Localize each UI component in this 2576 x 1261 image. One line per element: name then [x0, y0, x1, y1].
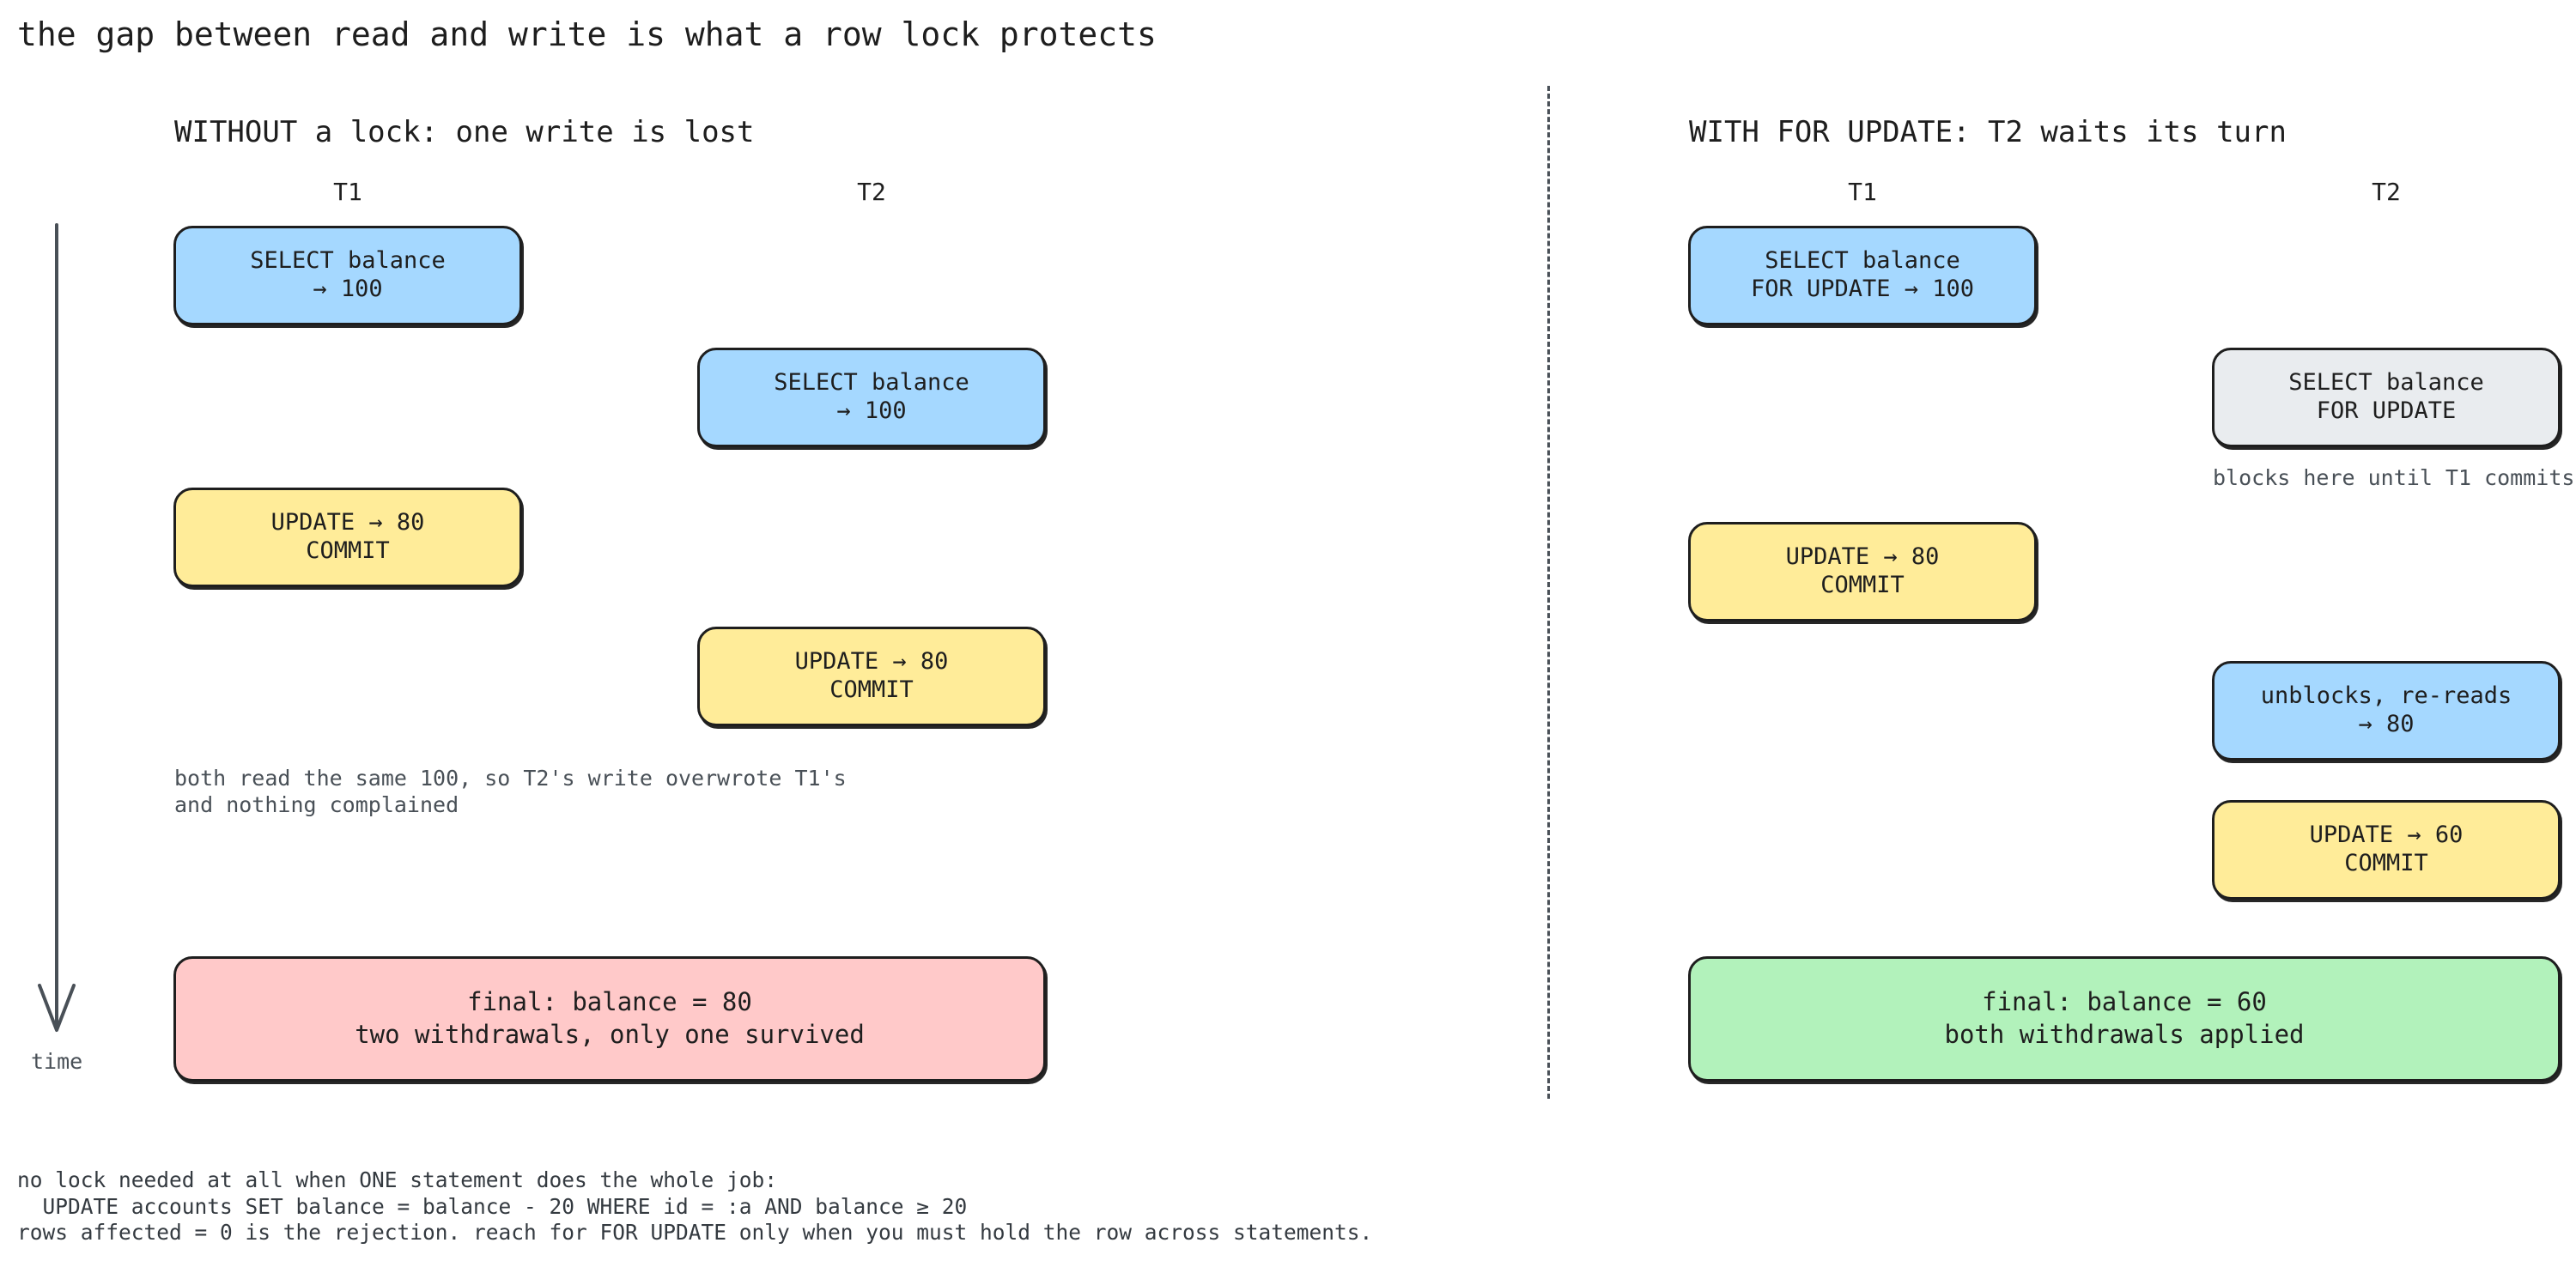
left-t2-label: T2: [857, 178, 886, 206]
right-t2-update-step: UPDATE → 60 COMMIT: [2212, 800, 2561, 900]
footer-sql-line: UPDATE accounts SET balance = balance - …: [17, 1193, 968, 1219]
right-panel-title: WITH FOR UPDATE: T2 waits its turn: [1689, 115, 2287, 149]
step-line: COMMIT: [829, 676, 914, 703]
result-line: final: balance = 80: [467, 987, 752, 1017]
step-line: SELECT balance: [250, 247, 446, 275]
note-line: and nothing complained: [174, 791, 459, 817]
right-t1-select-for-update-step: SELECT balance FOR UPDATE → 100: [1688, 226, 2037, 325]
left-t2-select-step: SELECT balance → 100: [697, 348, 1046, 447]
left-t1-update-step: UPDATE → 80 COMMIT: [173, 488, 522, 587]
panel-divider: [1547, 86, 1550, 1099]
right-t2-reread-step: unblocks, re-reads → 80: [2212, 661, 2561, 761]
step-line: UPDATE → 80: [794, 648, 949, 676]
diagram-title: the gap between read and write is what a…: [17, 15, 1157, 53]
right-t1-label: T1: [1848, 178, 1877, 206]
step-line: COMMIT: [306, 537, 390, 564]
step-line: → 80: [2358, 711, 2415, 737]
step-line: → 100: [313, 276, 383, 302]
footer-line: no lock needed at all when ONE statement…: [17, 1167, 778, 1192]
footer-note: no lock needed at all when ONE statement…: [17, 1167, 1372, 1246]
step-line: SELECT balance: [2288, 369, 2484, 397]
right-t2-blocked-select-step: SELECT balance FOR UPDATE: [2212, 348, 2561, 447]
left-final-result: final: balance = 80 two withdrawals, onl…: [173, 956, 1046, 1082]
right-t1-update-step: UPDATE → 80 COMMIT: [1688, 522, 2037, 621]
step-line: unblocks, re-reads: [2260, 682, 2512, 710]
step-line: SELECT balance: [774, 369, 969, 397]
left-t1-label: T1: [333, 178, 362, 206]
left-lost-write-note: both read the same 100, so T2's write ov…: [174, 766, 847, 818]
right-t2-label: T2: [2372, 178, 2401, 206]
left-t1-select-step: SELECT balance → 100: [173, 226, 522, 325]
left-panel-title: WITHOUT a lock: one write is lost: [174, 115, 755, 149]
step-line: SELECT balance: [1765, 247, 1960, 275]
step-line: → 100: [836, 397, 907, 424]
left-t2-update-step: UPDATE → 80 COMMIT: [697, 627, 1046, 726]
right-block-note: blocks here until T1 commits: [2213, 465, 2575, 490]
right-final-result: final: balance = 60 both withdrawals app…: [1688, 956, 2561, 1082]
step-line: UPDATE → 80: [1785, 543, 1940, 571]
step-line: COMMIT: [1820, 572, 1905, 598]
time-label: time: [31, 1049, 83, 1074]
time-arrow: [38, 223, 76, 1032]
note-line: both read the same 100, so T2's write ov…: [174, 766, 847, 791]
step-line: COMMIT: [2344, 850, 2428, 876]
result-line: final: balance = 60: [1982, 987, 2267, 1017]
step-line: FOR UPDATE → 100: [1750, 276, 1975, 302]
step-line: UPDATE → 80: [270, 509, 425, 537]
footer-line: rows affected = 0 is the rejection. reac…: [17, 1220, 1373, 1246]
result-line: both withdrawals applied: [1944, 1020, 2305, 1049]
step-line: UPDATE → 60: [2309, 821, 2464, 849]
step-line: FOR UPDATE: [2316, 397, 2457, 424]
result-line: two withdrawals, only one survived: [355, 1020, 865, 1049]
